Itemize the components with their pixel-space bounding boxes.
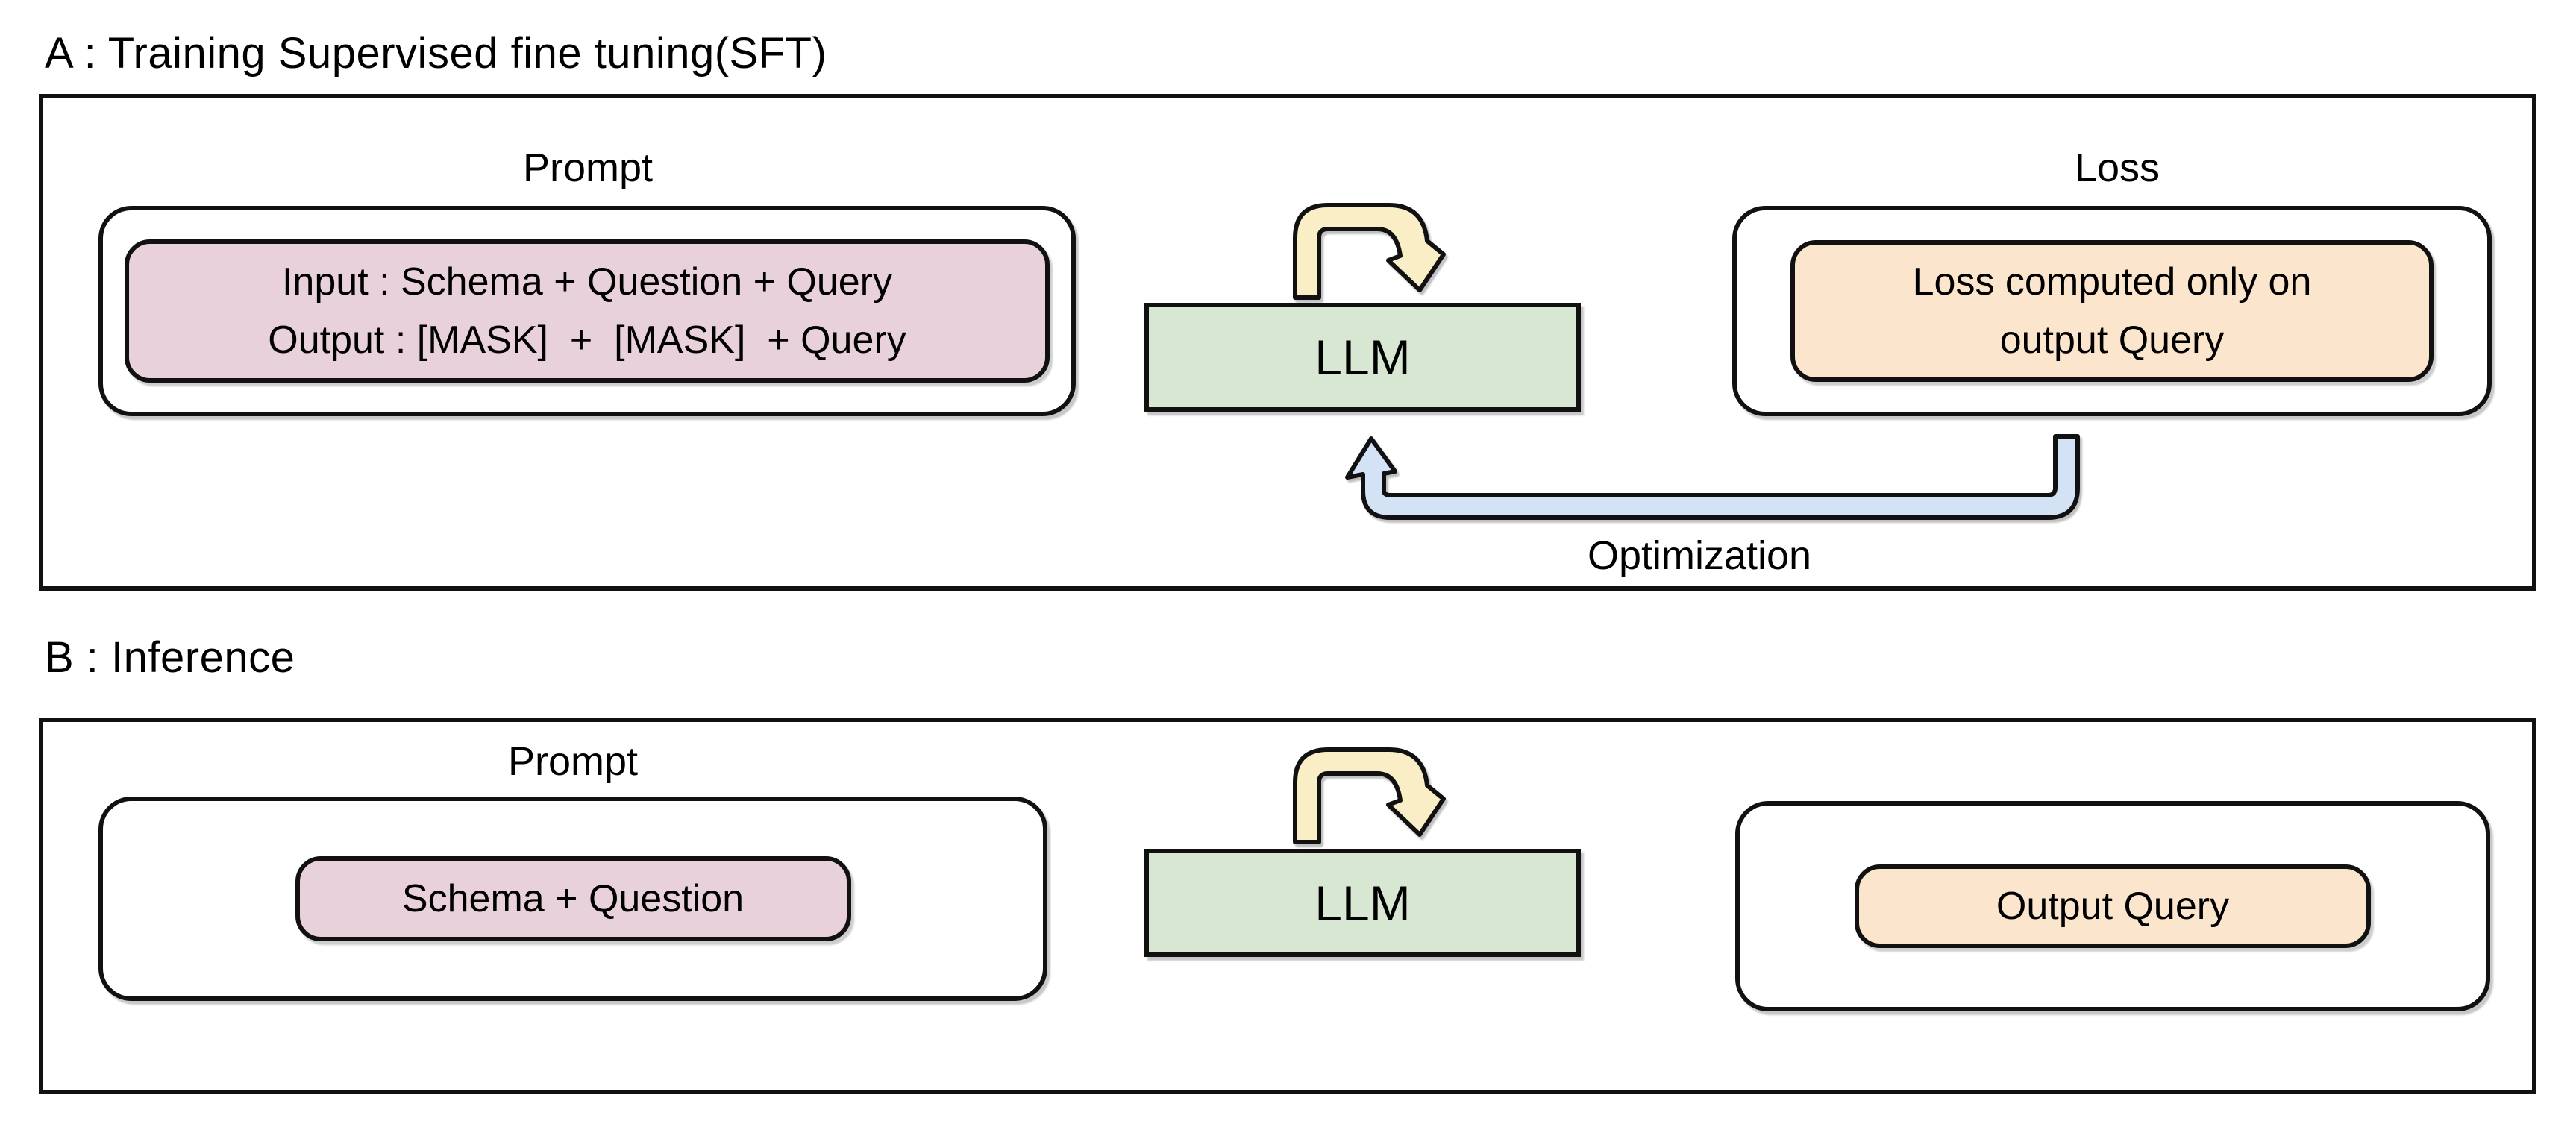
- schema-question-box: Schema + Question: [295, 856, 851, 941]
- llm-label-a: LLM: [1314, 330, 1411, 385]
- prompt-container-b: Schema + Question: [98, 797, 1047, 1001]
- optimization-label: Optimization: [1587, 533, 1812, 578]
- prompt-input-output-box: Input : Schema + Question + Query Output…: [125, 239, 1050, 383]
- output-container-b: Output Query: [1735, 801, 2490, 1011]
- llm-box-b: LLM: [1144, 849, 1581, 957]
- optimization-feedback-arrow-icon: [1345, 434, 2080, 520]
- prompt-label-b: Prompt: [507, 739, 639, 784]
- loss-container-a: Loss computed only on output Query: [1732, 206, 2492, 416]
- section-a-title: A : Training Supervised fine tuning(SFT): [45, 29, 827, 78]
- panel-inference: Prompt Schema + Question LLM Output Quer…: [39, 718, 2536, 1094]
- self-loop-arrow-icon: [1293, 747, 1446, 844]
- self-loop-arrow-icon: [1293, 203, 1446, 300]
- section-b-title: B : Inference: [45, 633, 295, 682]
- loss-label-a: Loss: [2074, 145, 2160, 190]
- prompt-container-a: Input : Schema + Question + Query Output…: [98, 206, 1076, 416]
- prompt-label-a: Prompt: [522, 145, 654, 190]
- loss-computed-box: Loss computed only on output Query: [1790, 240, 2434, 382]
- llm-label-b: LLM: [1314, 875, 1411, 931]
- output-query-box: Output Query: [1855, 864, 2371, 948]
- llm-box-a: LLM: [1144, 303, 1581, 412]
- panel-training-sft: Prompt Input : Schema + Question + Query…: [39, 94, 2536, 591]
